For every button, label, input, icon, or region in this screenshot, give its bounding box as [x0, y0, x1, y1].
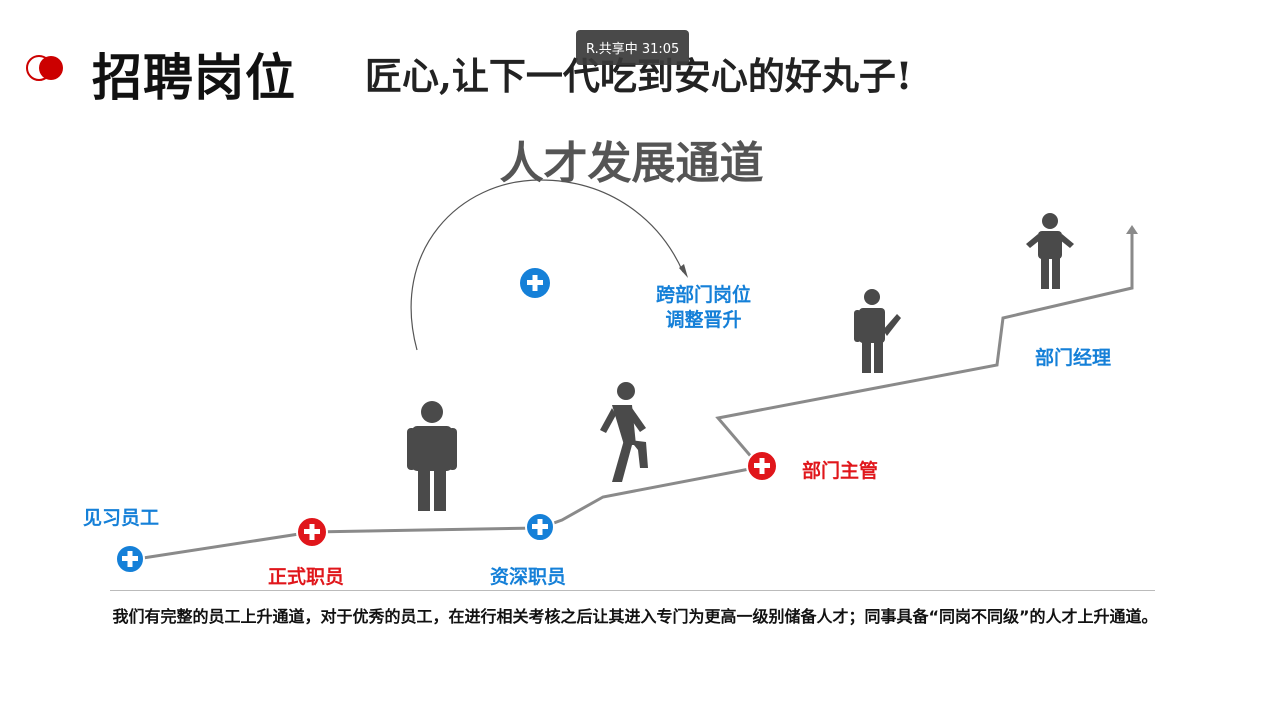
stage-label-intern: 见习员工	[83, 507, 160, 529]
description-text: 我们有完整的员工上升通道，对于优秀的员工，在进行相关考核之后让其进入专门为更高一…	[112, 607, 1158, 626]
stage-label-regular: 正式职员	[268, 566, 345, 588]
arrow-up-icon	[1126, 225, 1138, 234]
bullet-icon	[26, 55, 66, 87]
stage-label-senior: 资深职员	[490, 566, 567, 588]
cross-dept-line1: 跨部门岗位	[656, 284, 752, 306]
arc-arrowhead	[679, 264, 688, 278]
page-title: 招聘岗位	[92, 49, 296, 107]
plus-icon-red	[746, 450, 778, 482]
share-status-badge[interactable]: R.共享中 31:05	[576, 30, 690, 65]
cross-dept-label: 跨部门岗位 调整晋升	[656, 283, 751, 333]
walking-person-icon	[600, 382, 648, 482]
plus-icon-blue	[525, 512, 555, 542]
stage-label-manager: 部门经理	[1035, 347, 1112, 369]
stage-label-supervisor: 部门主管	[802, 460, 879, 482]
standing-person-icon	[407, 401, 457, 511]
pointing-person-icon	[854, 289, 901, 373]
plus-icon-red	[296, 516, 328, 548]
divider	[110, 590, 1155, 591]
plus-icon-blue	[520, 268, 550, 298]
plus-icon-blue	[115, 544, 145, 574]
shrugging-person-icon	[1026, 213, 1074, 289]
arc-arrow	[410, 179, 684, 351]
cross-dept-line2: 调整晋升	[665, 309, 742, 331]
